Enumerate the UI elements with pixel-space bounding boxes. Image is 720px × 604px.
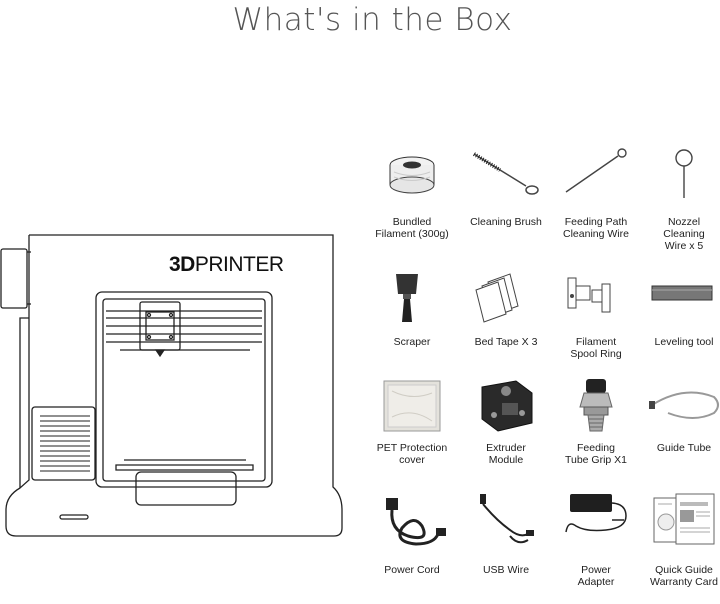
box-item: USB Wire: [466, 490, 546, 604]
box-item-label: Filament Spool Ring: [570, 336, 622, 360]
tube-grip-icon: [579, 379, 613, 432]
box-item-label: USB Wire: [482, 564, 530, 576]
box-item-label: Quick Guide Warranty Card: [650, 564, 718, 588]
box-item: PET Protection cover: [372, 377, 452, 482]
scraper-icon: [396, 274, 418, 322]
quick-guide-icon: [653, 493, 715, 545]
power-cord-icon: [386, 498, 446, 546]
extruder-module-icon: [481, 380, 533, 432]
box-item: Scraper: [372, 270, 452, 376]
filament-spool-icon: [389, 156, 435, 194]
box-item: Feeding Path Cleaning Wire: [556, 148, 636, 256]
3d-printer-illustration: [0, 234, 343, 537]
page-title: What's in the Box: [232, 2, 513, 38]
box-item: Power Adapter: [556, 490, 636, 604]
box-item-label: Cleaning Brush: [470, 216, 542, 228]
box-item: Nozzel Cleaning Wire x 5: [644, 148, 720, 256]
box-item: Bed Tape X 3: [466, 270, 546, 376]
box-item-label: Guide Tube: [656, 442, 712, 454]
box-item-label: Leveling tool: [654, 336, 714, 348]
box-item: Guide Tube: [644, 377, 720, 482]
pet-cover-icon: [383, 380, 441, 432]
box-item: Cleaning Brush: [466, 148, 546, 256]
box-item: Leveling tool: [644, 270, 720, 376]
cleaning-brush-icon: [472, 152, 539, 195]
box-item-label: Bed Tape X 3: [474, 336, 538, 348]
box-item: Quick Guide Warranty Card: [644, 490, 720, 604]
box-item: Filament Spool Ring: [556, 270, 636, 376]
box-item: Feeding Tube Grip X1: [556, 377, 636, 482]
box-item-label: Bundled Filament (300g): [375, 216, 449, 240]
box-item-label: Power Cord: [384, 564, 440, 576]
box-item: Extruder Module: [466, 377, 546, 482]
box-item-label: Scraper: [393, 336, 431, 348]
power-adapter-icon: [565, 494, 627, 533]
box-item-label: Nozzel Cleaning Wire x 5: [663, 216, 705, 252]
box-item: Bundled Filament (300g): [372, 148, 452, 256]
printer-brand-logo: 3DPRINTER: [169, 253, 284, 276]
spool-ring-icon: [567, 277, 611, 313]
bed-tape-icon: [475, 273, 519, 323]
usb-wire-icon: [480, 494, 534, 544]
box-item-label: Feeding Path Cleaning Wire: [563, 216, 629, 240]
box-item-label: Power Adapter: [577, 564, 615, 588]
cleaning-wire-icon: [565, 148, 627, 193]
leveling-tool-icon: [651, 285, 713, 301]
nozzle-wire-icon: [675, 149, 693, 198]
box-item-label: Feeding Tube Grip X1: [564, 442, 628, 466]
box-item-label: Extruder Module: [486, 442, 526, 466]
box-item: Power Cord: [372, 490, 452, 604]
guide-tube-icon: [649, 391, 719, 419]
box-item-label: PET Protection cover: [376, 442, 448, 466]
